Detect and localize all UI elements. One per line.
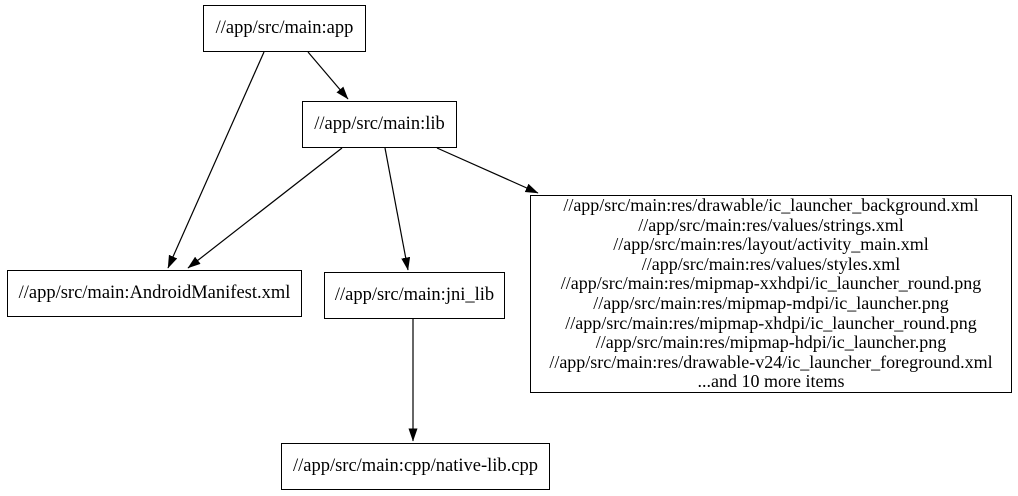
edge-app-to-android-manifest: [167, 51, 265, 269]
node-app: //app/src/main:app: [203, 5, 366, 52]
res-file-line: //app/src/main:res/mipmap-hdpi/ic_launch…: [595, 332, 947, 353]
res-file-line: //app/src/main:res/values/strings.xml: [638, 214, 904, 235]
edge-lib-to-res-files: [436, 147, 539, 194]
node-lib: //app/src/main:lib: [302, 101, 457, 148]
res-files-more-items: ...and 10 more items: [697, 371, 845, 392]
node-native-lib-cpp: //app/src/main:cpp/native-lib.cpp: [281, 443, 550, 490]
edge-app-to-lib: [307, 51, 349, 100]
node-android-manifest-label: //app/src/main:AndroidManifest.xml: [18, 283, 291, 303]
res-file-line: //app/src/main:res/values/styles.xml: [641, 253, 901, 274]
res-file-line: //app/src/main:res/drawable-v24/ic_launc…: [549, 351, 993, 372]
res-file-line: //app/src/main:res/layout/activity_main.…: [613, 234, 929, 255]
node-app-label: //app/src/main:app: [215, 18, 354, 38]
node-res-files: //app/src/main:res/drawable/ic_launcher_…: [530, 195, 1012, 393]
node-android-manifest: //app/src/main:AndroidManifest.xml: [7, 270, 302, 317]
res-file-line: //app/src/main:res/mipmap-xxhdpi/ic_laun…: [560, 273, 982, 294]
res-file-line: //app/src/main:res/mipmap-mdpi/ic_launch…: [593, 293, 949, 313]
node-native-lib-cpp-label: //app/src/main:cpp/native-lib.cpp: [292, 456, 539, 476]
edge-lib-to-jni-lib: [384, 147, 411, 271]
node-lib-label: //app/src/main:lib: [314, 114, 445, 134]
node-jni-lib: //app/src/main:jni_lib: [324, 272, 505, 319]
res-file-line: //app/src/main:res/drawable/ic_launcher_…: [563, 195, 979, 216]
edge-lib-to-android-manifest: [187, 147, 343, 269]
res-file-line: //app/src/main:res/mipmap-xhdpi/ic_launc…: [565, 312, 977, 333]
node-jni-lib-label: //app/src/main:jni_lib: [334, 285, 495, 305]
